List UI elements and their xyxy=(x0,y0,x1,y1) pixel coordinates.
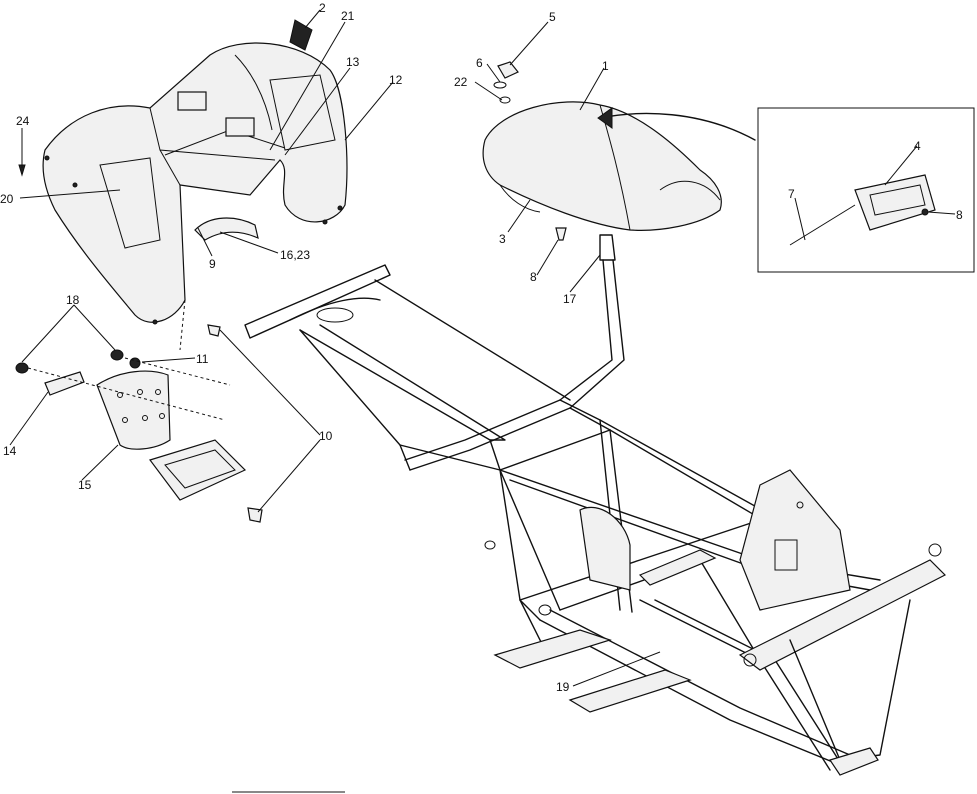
callout-4: 4 xyxy=(914,139,921,153)
seat-latch-inset xyxy=(597,107,975,273)
callout-18: 18 xyxy=(66,293,80,307)
callout-21: 21 xyxy=(341,9,355,23)
fender-pad-right xyxy=(225,117,255,137)
skid-rail-left xyxy=(493,629,612,669)
callout-14: 14 xyxy=(3,444,17,458)
pointer-arrow xyxy=(597,107,613,129)
callout-12: 12 xyxy=(389,73,403,87)
callout-10: 10 xyxy=(319,429,333,443)
bracket xyxy=(579,506,631,591)
skid-rail-right xyxy=(568,669,692,713)
callout-9: 9 xyxy=(209,257,216,271)
wing-nut-part-5 xyxy=(497,61,519,79)
callout-24: 24 xyxy=(16,114,30,128)
bolt-part-10b xyxy=(207,324,221,337)
callout-2: 2 xyxy=(319,1,326,15)
callout-3: 3 xyxy=(499,232,506,246)
rear-plate-assembly xyxy=(15,299,263,523)
frame xyxy=(244,264,947,776)
callout-15: 15 xyxy=(78,478,92,492)
bolt-part-8 xyxy=(555,227,567,241)
callout-8a: 8 xyxy=(530,270,537,284)
nut-part-11 xyxy=(129,357,141,369)
callout-22: 22 xyxy=(454,75,468,89)
callout-13: 13 xyxy=(346,55,360,69)
leader-lines xyxy=(9,9,956,793)
callout-19: 19 xyxy=(556,680,570,694)
mud-plate-part-15 xyxy=(96,370,171,450)
nut-part-18b xyxy=(110,349,124,361)
decal-part-2 xyxy=(289,19,313,51)
seat xyxy=(482,101,722,231)
skid-tray xyxy=(149,439,247,501)
washer-part-22 xyxy=(499,96,511,104)
washer-part-6 xyxy=(493,81,507,89)
strip-part-14 xyxy=(44,371,85,396)
mud-flap xyxy=(194,217,259,241)
callout-8b: 8 xyxy=(956,208,963,222)
callout-17: 17 xyxy=(563,292,577,306)
callout-16-23: 16,23 xyxy=(280,248,310,262)
grab-bar xyxy=(404,234,625,471)
callout-6: 6 xyxy=(476,56,483,70)
callout-11: 11 xyxy=(196,352,209,366)
rear-fender xyxy=(42,19,348,325)
callout-labels: 2 21 13 12 24 20 9 16,23 5 6 22 1 3 8 17… xyxy=(0,1,963,694)
fender-side-panel xyxy=(99,157,161,249)
nut-part-18a xyxy=(15,362,29,374)
callout-20: 20 xyxy=(0,192,14,206)
callout-1: 1 xyxy=(602,59,609,73)
callout-7: 7 xyxy=(788,187,795,201)
fender-pad-left xyxy=(177,91,207,111)
callout-5: 5 xyxy=(549,10,556,24)
